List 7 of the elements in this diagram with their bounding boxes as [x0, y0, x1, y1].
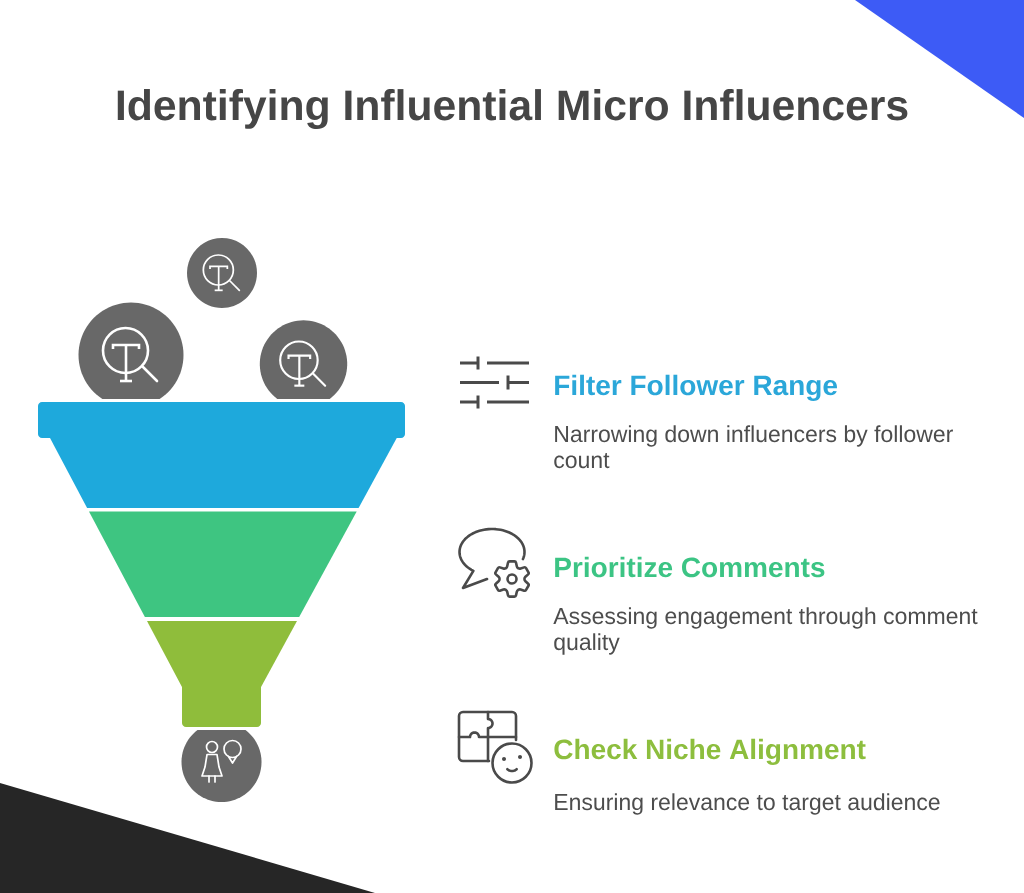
stage-heading: Prioritize Comments — [555, 556, 825, 578]
stage-heading: Check Niche Alignment — [554, 738, 866, 765]
stage-description: Ensuring relevance to target audience — [555, 793, 940, 815]
stage-heading: Filter Follower Range — [555, 374, 838, 401]
stage-description: Narrowing down influencers by follower count — [554, 425, 953, 469]
title: Identifying Influential Micro Influencers — [117, 89, 908, 130]
stage-description: Assessing engagement through comment quality — [553, 607, 978, 655]
